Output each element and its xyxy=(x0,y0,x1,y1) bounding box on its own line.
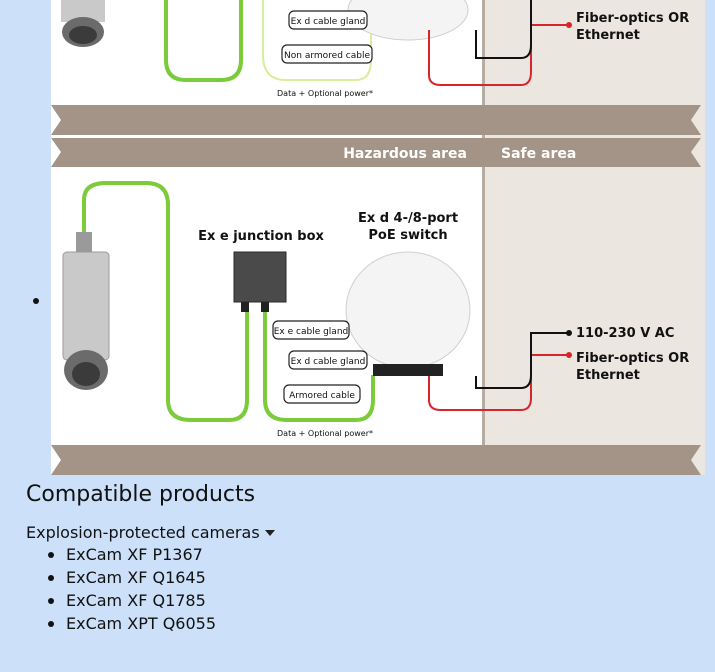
bottom-data-power-text: Data + Optional power* xyxy=(277,429,373,438)
top-switch-icon xyxy=(347,0,469,41)
top-gland-text: Ex d cable gland xyxy=(291,17,366,27)
product-list: ExCam XF P1367 ExCam XF Q1645 ExCam XF Q… xyxy=(48,543,216,635)
top-fiber-text-1: Fiber-optics OR xyxy=(576,11,689,26)
caret-down-icon xyxy=(264,529,275,536)
ex-e-gland-tag xyxy=(272,320,350,340)
product-name[interactable]: ExCam XF P1367 xyxy=(66,545,203,564)
product-item[interactable]: ExCam XF P1367 xyxy=(48,543,216,566)
ex-d-gland-text: Ex d cable gland xyxy=(291,357,366,367)
cameras-dropdown-label: Explosion-protected cameras xyxy=(26,523,260,542)
top-fiber-text-2: Ethernet xyxy=(576,28,640,43)
safe-area-label: Safe area xyxy=(501,146,576,162)
top-cable-text: Non armored cable xyxy=(284,51,370,61)
product-name[interactable]: ExCam XF Q1785 xyxy=(66,591,206,610)
bottom-fiber-text-1: Fiber-optics OR xyxy=(576,351,689,366)
bottom-camera-icon xyxy=(62,232,110,390)
ex-d-gland-tag xyxy=(288,350,368,370)
junction-gland-right xyxy=(261,302,269,312)
product-name[interactable]: ExCam XF Q1645 xyxy=(66,568,206,587)
cameras-dropdown-toggle[interactable]: Explosion-protected cameras xyxy=(26,523,275,542)
switch-label-1: Ex d 4-/8-port xyxy=(358,211,458,226)
product-name[interactable]: ExCam XPT Q6055 xyxy=(66,614,217,633)
switch-label-2: PoE switch xyxy=(368,228,447,243)
diagram-svg: Ex d cable gland Non armored cable Data … xyxy=(51,0,705,475)
top-green-cable xyxy=(164,0,243,82)
bottom-red-cable xyxy=(428,354,568,411)
junction-box-label: Ex e junction box xyxy=(198,229,324,244)
hazardous-area-label: Hazardous area xyxy=(343,146,467,162)
ex-e-gland-text: Ex e cable gland xyxy=(274,327,349,337)
top-cable-outline xyxy=(262,0,372,81)
zone-divider xyxy=(482,0,485,475)
zone-band-lower xyxy=(51,138,701,167)
bottom-green-cable-2 xyxy=(263,300,375,422)
zone-band-upper xyxy=(51,105,701,135)
voltage-dot xyxy=(566,330,572,336)
switch-ports xyxy=(373,364,443,376)
installation-diagram: Ex d cable gland Non armored cable Data … xyxy=(51,0,705,475)
top-data-power-text: Data + Optional power* xyxy=(277,89,373,98)
voltage-text: 110-230 V AC xyxy=(576,326,674,341)
bottom-black-cable xyxy=(475,332,568,389)
bottom-fiber-dot xyxy=(566,352,572,358)
zone-band-bottom xyxy=(51,445,701,475)
bottom-fiber-text-2: Ethernet xyxy=(576,368,640,383)
bottom-green-cable-1 xyxy=(82,181,249,422)
junction-gland-left xyxy=(241,302,249,312)
armored-cable-tag xyxy=(283,384,361,404)
safe-zone-bg xyxy=(484,0,705,475)
list-bullet xyxy=(33,298,39,304)
top-red-cable xyxy=(428,24,568,86)
top-fiber-dot xyxy=(566,22,572,28)
junction-box-icon xyxy=(233,251,287,303)
product-item[interactable]: ExCam XF Q1785 xyxy=(48,589,216,612)
product-item[interactable]: ExCam XPT Q6055 xyxy=(48,612,216,635)
top-cable-tag xyxy=(281,44,373,64)
product-item[interactable]: ExCam XF Q1645 xyxy=(48,566,216,589)
top-gland-tag xyxy=(288,10,368,30)
compatible-products-title: Compatible products xyxy=(26,482,256,507)
top-black-cable xyxy=(475,0,532,59)
poe-switch-icon xyxy=(345,251,471,369)
top-camera-icon xyxy=(61,0,105,47)
armored-cable-text: Armored cable xyxy=(289,391,355,401)
